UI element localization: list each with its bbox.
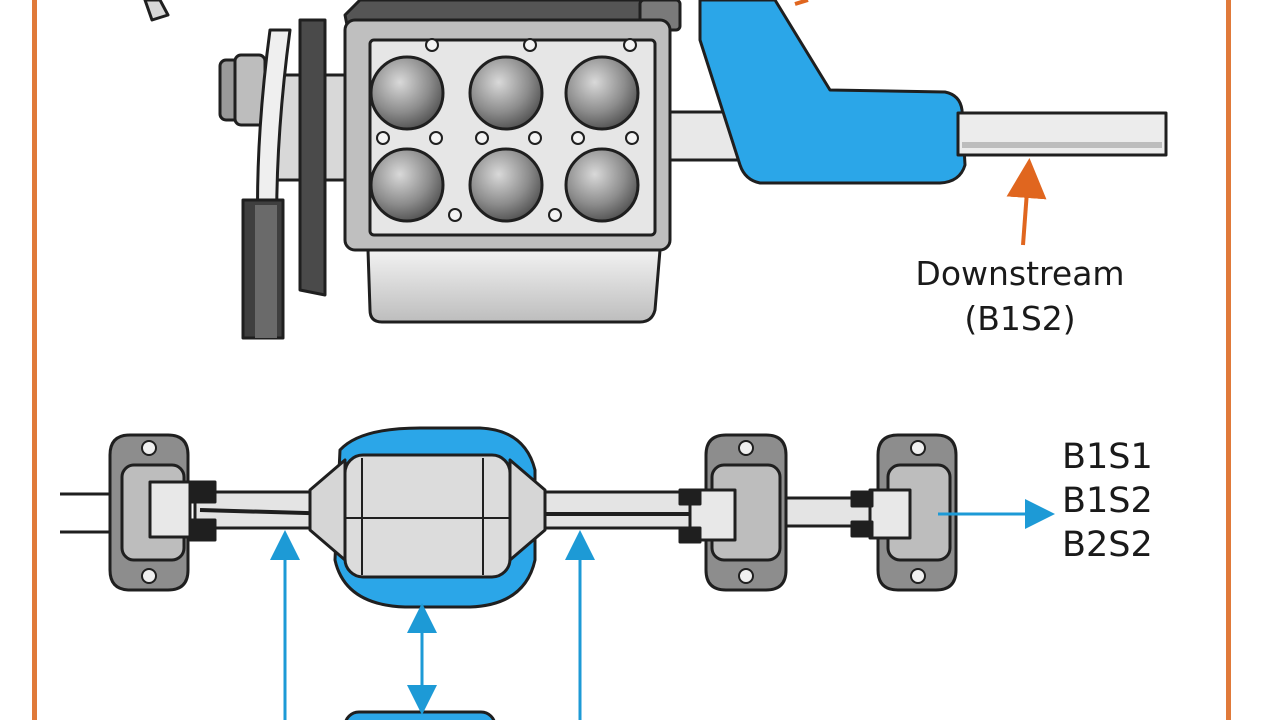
- engine-head-bolts: [376, 38, 639, 222]
- cylinder-5: [468, 147, 544, 223]
- sensor-flange-3: [850, 433, 958, 592]
- engine-mount-post-face: [255, 205, 277, 338]
- cylinder-6: [564, 147, 640, 223]
- sensor-list-item-1: B1S1: [1062, 437, 1153, 477]
- top-pointer-arrow: [794, 0, 809, 6]
- exhaust-tailpipe: [956, 111, 1168, 157]
- sensor-flange-1: [108, 433, 217, 592]
- engine-illustration: [143, 0, 682, 340]
- engine-bracket-tab: [143, 0, 170, 22]
- sensor-list: B1S1 B1S2 B2S2: [1062, 435, 1153, 567]
- catalytic-converter: [308, 426, 547, 609]
- engine-cylinders: [369, 55, 640, 223]
- catalytic-converter-body: [343, 453, 512, 579]
- bottom-blue-module: [343, 710, 497, 724]
- exhaust-manifold-blue: [698, 0, 967, 185]
- exhaust-assembly: [668, 0, 1168, 185]
- downstream-label-line1: Downstream: [915, 254, 1125, 293]
- cylinder-2: [468, 55, 544, 131]
- engine-oil-pan: [366, 248, 662, 324]
- downstream-pointer-arrow: [1006, 158, 1047, 246]
- sensor-list-item-2: B1S2: [1062, 481, 1153, 521]
- sensor-list-item-3: B2S2: [1062, 525, 1153, 565]
- cylinder-4: [369, 147, 445, 223]
- frame-left-border: [32, 0, 37, 720]
- cylinder-3: [564, 55, 640, 131]
- sensor-flange-2: [678, 433, 788, 592]
- downstream-label: Downstream (B1S2): [860, 254, 1180, 338]
- engine-belt: [298, 18, 327, 297]
- downstream-label-line2: (B1S2): [964, 299, 1076, 338]
- exhaust-line: [60, 426, 958, 724]
- cylinder-1: [369, 55, 445, 131]
- frame-right-border: [1226, 0, 1231, 720]
